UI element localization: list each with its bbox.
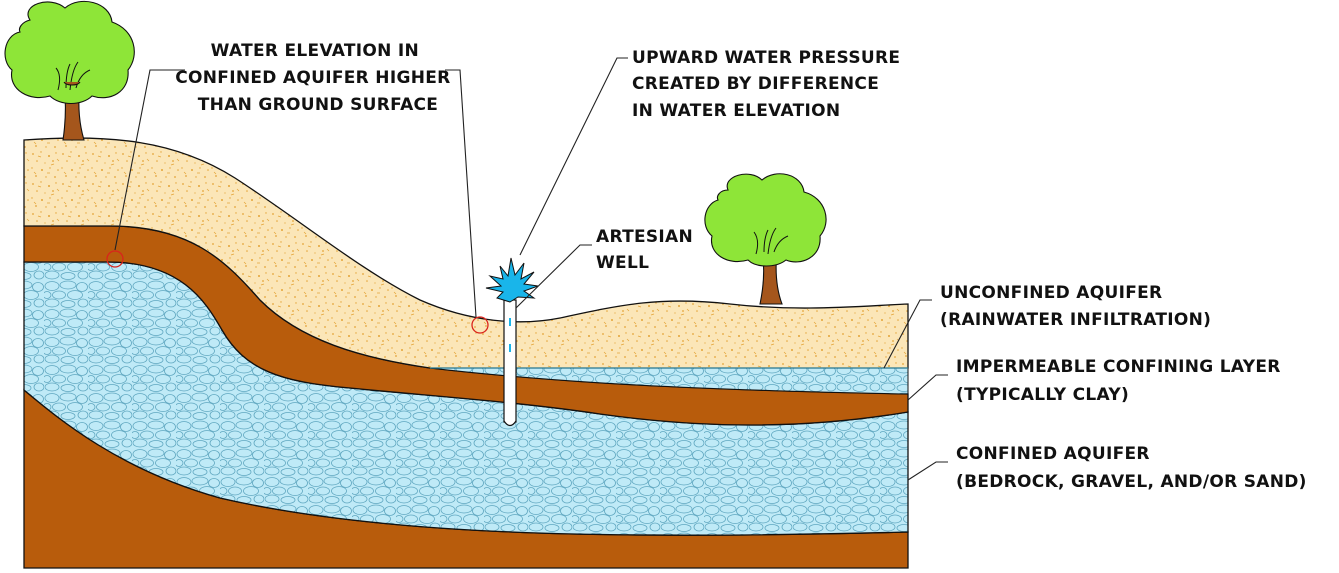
label-confined-aquifer: CONFINED AQUIFER (BEDROCK, GRAVEL, AND/O… xyxy=(956,444,1307,492)
sand-layer xyxy=(23,137,909,369)
tree-icon xyxy=(4,0,135,141)
leader-lines xyxy=(114,57,948,481)
label-upward-pressure: UPWARD WATER PRESSURE CREATED BY DIFFERE… xyxy=(632,48,906,121)
label-artesian-well: ARTESIAN WELL xyxy=(596,227,699,273)
label-confining-layer: IMPERMEABLE CONFINING LAYER (TYPICALLY C… xyxy=(956,357,1287,405)
label-unconfined-aquifer: UNCONFINED AQUIFER (RAINWATER INFILTRATI… xyxy=(940,283,1211,330)
artesian-well-pipe xyxy=(503,299,517,427)
marker-circle-icon xyxy=(471,316,489,334)
water-spray-icon xyxy=(485,257,539,303)
tree-icon xyxy=(704,173,827,305)
label-water-elevation: WATER ELEVATION IN CONFINED AQUIFER HIGH… xyxy=(175,41,457,115)
water-table-strip xyxy=(429,367,909,395)
marker-circle-icon xyxy=(106,250,124,268)
